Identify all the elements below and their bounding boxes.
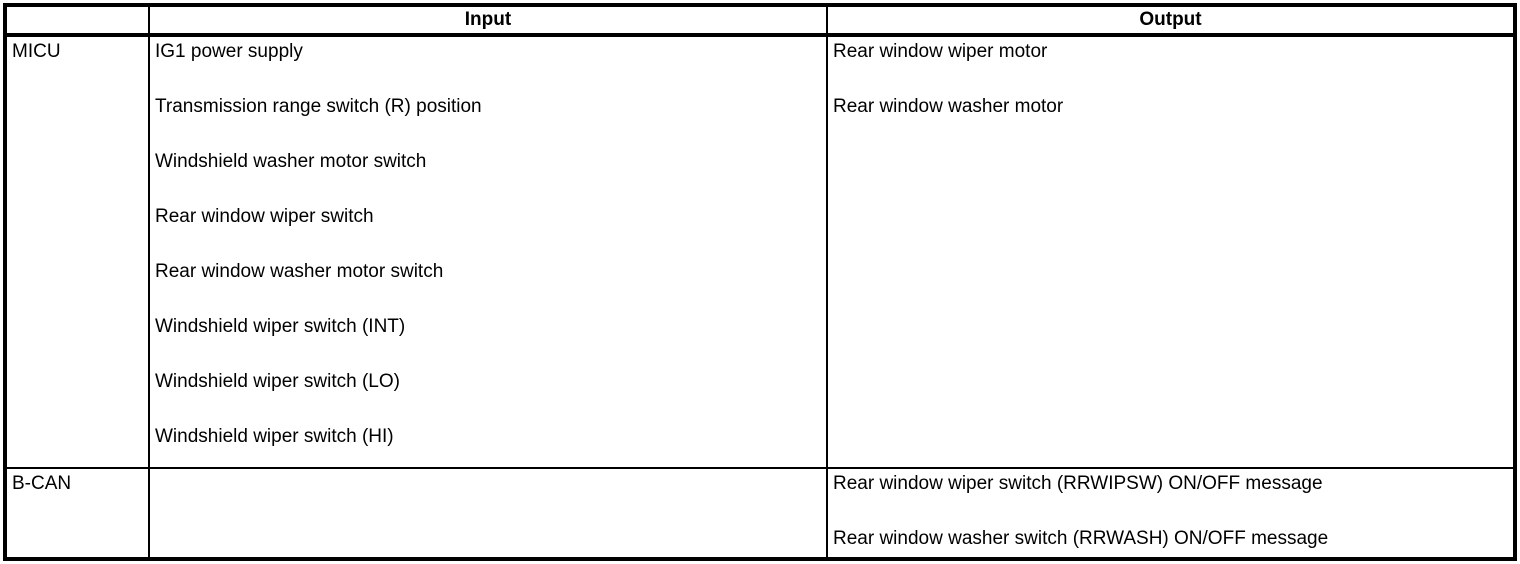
header-source-cell xyxy=(4,4,150,37)
cell-line-item: Rear window washer motor xyxy=(833,96,1064,117)
cell-line-item: Windshield wiper switch (LO) xyxy=(155,371,400,392)
cell-line-item: IG1 power supply xyxy=(155,41,303,62)
cell-line-item: Rear window wiper switch (RRWIPSW) ON/OF… xyxy=(833,473,1323,495)
header-input-cell: Input xyxy=(148,4,828,37)
header-row: Input Output xyxy=(4,4,1516,37)
source-label: B-CAN xyxy=(12,473,72,495)
cell-line-item: Rear window washer switch (RRWASH) ON/OF… xyxy=(833,528,1329,550)
cell-line-item: Rear window wiper switch xyxy=(155,206,374,227)
cell-line-item: Rear window wiper motor xyxy=(833,41,1048,62)
output-cell-bcan: Rear window wiper switch (RRWIPSW) ON/OF… xyxy=(826,467,1516,560)
cell-line-item: Windshield washer motor switch xyxy=(155,151,427,172)
input-cell-bcan xyxy=(148,467,828,560)
table-row-bcan: B-CAN Rear window wiper switch (RRWIPSW)… xyxy=(4,467,1516,560)
source-cell-micu: MICU xyxy=(4,33,150,470)
cell-line-item: Windshield wiper switch (INT) xyxy=(155,316,406,337)
output-list: Rear window wiper switch (RRWIPSW) ON/OF… xyxy=(833,473,1509,550)
header-output-cell: Output xyxy=(826,4,1516,37)
cell-line-item: Rear window washer motor switch xyxy=(155,261,444,282)
source-label: MICU xyxy=(12,41,61,62)
source-cell-bcan: B-CAN xyxy=(4,467,150,560)
cell-line-item: Windshield wiper switch (HI) xyxy=(155,426,394,447)
cell-line-item: Transmission range switch (R) position xyxy=(155,96,482,117)
